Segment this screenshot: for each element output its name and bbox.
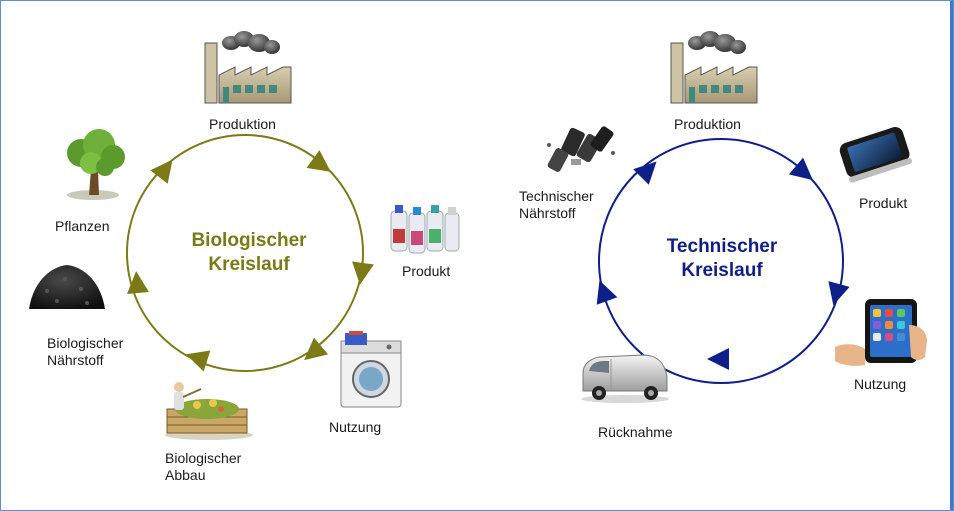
bio-nutrient-line1: Biologischer — [47, 335, 124, 351]
factory-icon — [670, 31, 758, 104]
soil-pile-icon — [29, 265, 105, 309]
biological-title-line1: Biologischer — [191, 230, 307, 251]
frame-right-edge — [950, 1, 953, 510]
hand-holding-phone-icon — [835, 299, 927, 366]
bio-arrow-6 — [150, 159, 173, 184]
tech-arrow-4 — [596, 280, 618, 305]
bio-label-degradation: Biologischer Abbau — [165, 450, 241, 484]
tree-icon — [67, 129, 125, 200]
bio-nutrient-line2: Nährstoff — [47, 352, 104, 368]
bio-arrow-1 — [306, 150, 331, 172]
tech-label-takeback: Rücknahme — [598, 424, 673, 440]
tech-arrow-5 — [633, 161, 657, 185]
biological-cycle-title: Biologischer Kreislauf — [169, 229, 329, 277]
bio-label-production: Produktion — [209, 116, 276, 132]
tech-arrow-2 — [828, 281, 850, 306]
bio-label-nutrient: Biologischer Nährstoff — [47, 335, 123, 369]
bio-arrow-2 — [352, 261, 374, 285]
washing-machine-icon — [340, 331, 402, 408]
tech-arrow-3 — [707, 348, 729, 370]
biological-title-line2: Kreislauf — [208, 254, 290, 275]
factory-icon — [204, 31, 292, 104]
bio-arrow-4 — [186, 350, 211, 372]
tech-label-production: Produktion — [674, 116, 741, 132]
technical-title-line2: Kreislauf — [681, 260, 763, 281]
technical-title-line1: Technischer — [666, 236, 778, 257]
biological-cycle-ring — [126, 134, 374, 372]
bio-degradation-line2: Abbau — [165, 467, 206, 483]
bio-label-plants: Pflanzen — [55, 218, 110, 234]
tech-label-use: Nutzung — [854, 376, 907, 392]
technical-cycle-ring — [596, 138, 850, 384]
tech-label-product: Produkt — [859, 195, 908, 211]
smartphone-icon — [839, 127, 913, 183]
bio-arrow-5 — [127, 271, 149, 294]
bio-degradation-line1: Biologischer — [165, 450, 242, 466]
tech-nutrient-line1: Technischer — [519, 188, 594, 204]
bio-label-use: Nutzung — [329, 419, 382, 435]
detergent-bottles-icon — [390, 205, 460, 254]
bio-label-product: Produkt — [402, 263, 451, 279]
technical-cycle-title: Technischer Kreislauf — [642, 235, 802, 283]
tech-label-nutrient: Technischer Nährstoff — [519, 188, 594, 222]
tech-nutrient-line2: Nährstoff — [519, 205, 576, 221]
bio-arrow-3 — [304, 337, 329, 361]
delivery-van-icon — [581, 354, 669, 403]
compost-icon — [165, 382, 253, 440]
tech-arrow-1 — [788, 157, 813, 181]
phone-parts-icon — [547, 126, 615, 172]
